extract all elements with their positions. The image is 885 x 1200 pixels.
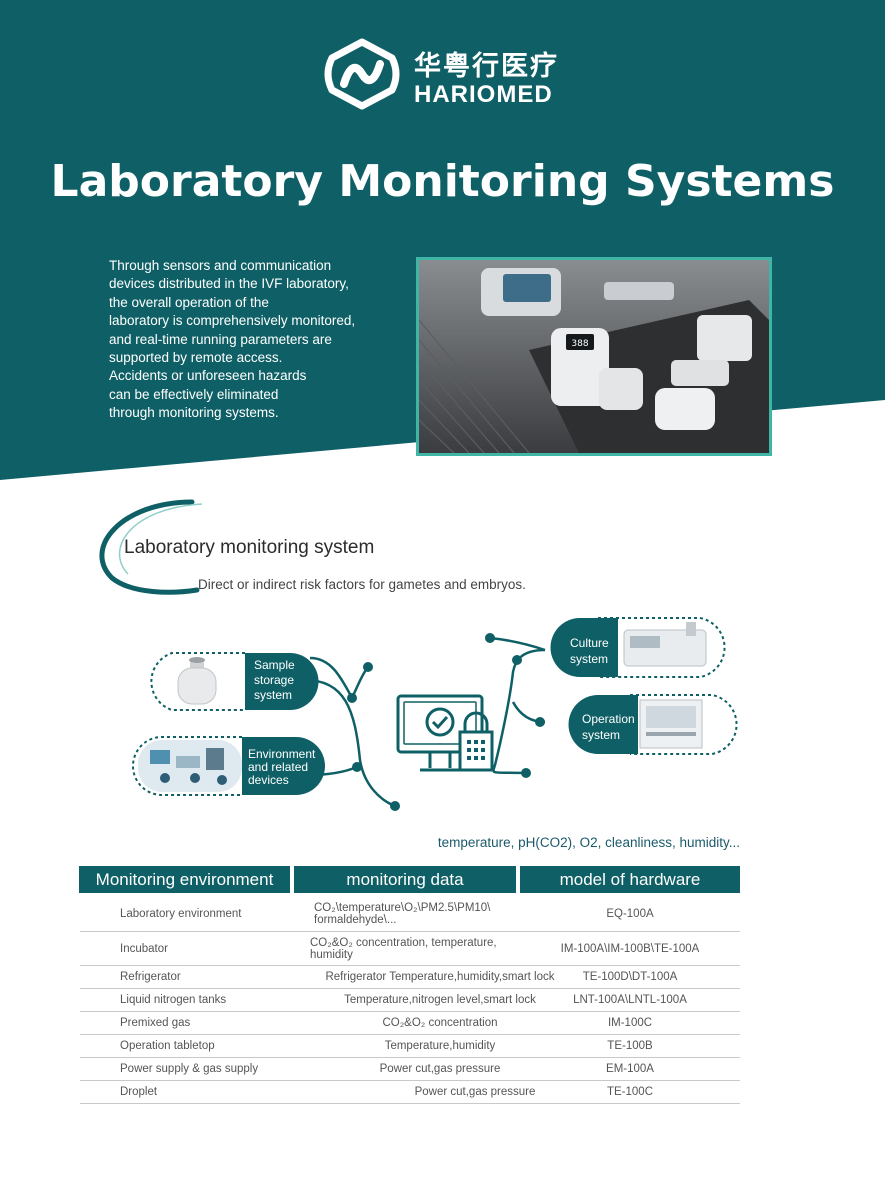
label-line: devices (248, 773, 289, 787)
data-line: formaldehyde\... (314, 913, 397, 926)
table-header-model: model of hardware (520, 866, 740, 893)
cell-model: LNT-100A\LNTL-100A (573, 994, 687, 1006)
intro-paragraph: Through sensors and communication device… (109, 257, 409, 423)
culture-label: Culture system (570, 635, 609, 667)
intro-line: Through sensors and communication (109, 258, 332, 273)
table-row: Droplet Power cut,gas pressure TE-100C (80, 1081, 740, 1104)
cell-model: TE-100D\DT-100A (582, 971, 678, 983)
cell-model: EQ-100A (606, 907, 654, 920)
cell-data: Temperature,nitrogen level,smart lock (344, 994, 536, 1006)
section-subtitle: Direct or indirect risk factors for game… (198, 577, 526, 592)
label-line: Sample (254, 658, 295, 672)
cell-environment: Liquid nitrogen tanks (120, 994, 227, 1006)
workstation-icon (639, 699, 703, 749)
brand-name-cn: 华粤行医疗 (414, 51, 559, 82)
cell-data: Power cut,gas pressure (379, 1063, 501, 1075)
lab-scene-icon (138, 740, 242, 792)
brand-logo: 华粤行医疗 HARIOMED (322, 38, 572, 110)
logo-icon (324, 38, 400, 110)
intro-line: the overall operation of the (109, 294, 269, 310)
cell-data: Power cut,gas pressure (414, 1086, 536, 1098)
operation-label: Operation system (582, 711, 635, 743)
incubator-icon (623, 622, 707, 667)
cell-model: IM-100A\IM-100B\TE-100A (560, 942, 700, 955)
label-line: Culture (570, 636, 609, 650)
cell-environment: Laboratory environment (120, 907, 242, 920)
cell-model: EM-100A (606, 1063, 654, 1075)
table-row: Premixed gas CO₂&O₂ concentration IM-100… (80, 1012, 740, 1035)
environment-label: Environment and related devices (248, 748, 315, 787)
label-line: storage (254, 673, 295, 687)
cell-model: TE-100B (607, 1040, 653, 1052)
cell-data: Temperature,humidity (384, 1040, 496, 1052)
monitored-parameters: temperature, pH(CO2), O2, cleanliness, h… (437, 835, 740, 850)
environment-node (132, 736, 325, 796)
intro-line: Accidents or unforeseen hazards (109, 368, 307, 384)
liquid-nitrogen-tank-icon (177, 657, 217, 705)
cell-data: CO₂&O₂ concentration, temperature, humid… (310, 932, 570, 965)
cell-data: Refrigerator Temperature,humidity,smart … (325, 971, 555, 983)
table-row: Refrigerator Refrigerator Temperature,hu… (80, 966, 740, 989)
cell-environment: Refrigerator (120, 971, 181, 983)
culture-node (550, 617, 726, 678)
devices-photo: 388 (416, 257, 772, 456)
operation-node (568, 694, 738, 755)
cell-model: TE-100C (606, 1086, 654, 1098)
cell-data: CO₂\temperature\O₂\PM2.5\PM10\ formaldeh… (314, 896, 564, 931)
cell-data: CO₂&O₂ concentration (382, 1017, 498, 1029)
section-title: Laboratory monitoring system (124, 537, 375, 558)
cell-environment: Incubator (120, 942, 168, 955)
label-line: system (254, 688, 293, 702)
intro-line: laboratory is comprehensively monitored, (109, 313, 356, 329)
table-row: Incubator CO₂&O₂ concentration, temperat… (80, 932, 740, 966)
table-row: Power supply & gas supply Power cut,gas … (80, 1058, 740, 1081)
intro-line: and real-time running parameters are (109, 331, 332, 347)
table-row: Liquid nitrogen tanks Temperature,nitrog… (80, 989, 740, 1012)
section-title-swoosh (99, 499, 203, 595)
label-line: Environment (248, 747, 316, 761)
label-line: system (570, 652, 609, 666)
intro-line: through monitoring systems. (109, 405, 279, 421)
intro-line: supported by remote access. (109, 350, 283, 366)
table-row: Laboratory environment CO₂\temperature\O… (80, 896, 740, 932)
sample-storage-label: Sample storage system (254, 658, 295, 703)
data-line: CO₂\temperature\O₂\PM2.5\PM10\ (314, 901, 491, 914)
brand-name-en: HARIOMED (414, 81, 553, 108)
page-title: Laboratory Monitoring Systems (50, 156, 835, 207)
cell-environment: Premixed gas (120, 1017, 191, 1029)
label-line: Operation (582, 712, 635, 726)
intro-line: devices distributed in the IVF laborator… (109, 276, 349, 292)
data-line: CO₂&O₂ concentration, temperature, (310, 936, 497, 949)
sample-storage-node (150, 652, 319, 711)
label-line: system (582, 728, 621, 742)
monitor-lock-icon (396, 694, 494, 772)
data-line: humidity (310, 948, 353, 961)
cell-environment: Operation tabletop (120, 1040, 215, 1052)
table-header-data: monitoring data (294, 866, 516, 893)
cell-environment: Droplet (120, 1086, 158, 1098)
cell-environment: Power supply & gas supply (120, 1063, 259, 1075)
table-row: Operation tabletop Temperature,humidity … (80, 1035, 740, 1058)
intro-line: can be effectively eliminated (109, 386, 279, 402)
table-header-environment: Monitoring environment (79, 866, 290, 893)
cell-model: IM-100C (607, 1017, 653, 1029)
system-diagram (132, 617, 738, 811)
device-display-value: 388 (571, 339, 588, 349)
label-line: and related (248, 760, 309, 774)
